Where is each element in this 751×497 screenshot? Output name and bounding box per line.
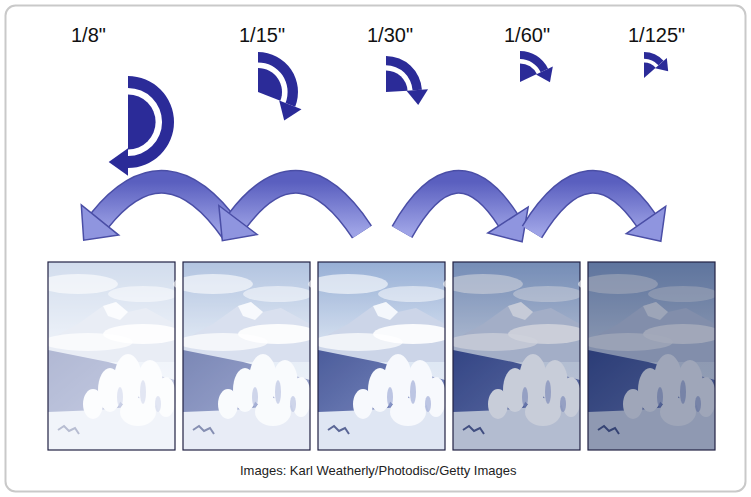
curved-arrow (219, 182, 362, 241)
arrow-head (81, 205, 118, 240)
shutter-dial-icon (520, 51, 553, 82)
dial-band (644, 52, 664, 65)
photo (308, 262, 453, 450)
shutter-dial-icon (109, 76, 174, 176)
photo (173, 262, 318, 450)
dial-arrowhead (406, 89, 428, 105)
dial-band (258, 52, 298, 107)
image-credit: Images: Karl Weatherly/Photodisc/Getty I… (240, 463, 517, 478)
arrow-head (488, 207, 528, 242)
arrow-body (532, 182, 646, 232)
dial-arrowhead (109, 148, 128, 176)
dial-sector (520, 63, 537, 82)
dial-arrowhead (536, 67, 553, 83)
shutter-speed-label: 1/125" (628, 24, 685, 47)
arrow-outline (532, 182, 646, 232)
shutter-speed-label: 1/8" (71, 24, 106, 47)
arrow-body (238, 182, 362, 232)
curved-arrow (402, 182, 528, 242)
shutter-dial-icon (386, 56, 428, 105)
dial-band (386, 56, 422, 90)
photo (443, 262, 588, 450)
arrow-body (100, 182, 232, 232)
shutter-dial-icon (258, 52, 302, 120)
curved-arrow (532, 182, 666, 242)
arrow-head (626, 206, 665, 241)
dial-arrowhead (279, 100, 301, 120)
curved-arrows (81, 182, 665, 242)
shutter-speed-label: 1/30" (367, 24, 413, 47)
frame (6, 6, 746, 492)
dial-sector (386, 70, 408, 92)
arrow-outline (402, 182, 508, 232)
arrow-outline (100, 182, 232, 232)
dial-band (128, 76, 174, 168)
photo (578, 262, 723, 450)
arrow-outline (238, 182, 362, 232)
dial-sector (644, 62, 656, 78)
curved-arrow (81, 182, 232, 240)
dial-sector (128, 94, 156, 149)
dial-band (520, 51, 548, 72)
arrow-head (219, 206, 257, 241)
dial-arrowhead (655, 58, 668, 71)
shutter-dial-icon (644, 52, 668, 78)
shutter-speed-label: 1/60" (504, 24, 550, 47)
photo (38, 262, 183, 450)
shutter-icons (109, 51, 669, 176)
arrow-body (402, 182, 508, 232)
shutter-speed-label: 1/15" (239, 24, 285, 47)
photos (38, 262, 723, 450)
dial-sector (258, 68, 282, 101)
